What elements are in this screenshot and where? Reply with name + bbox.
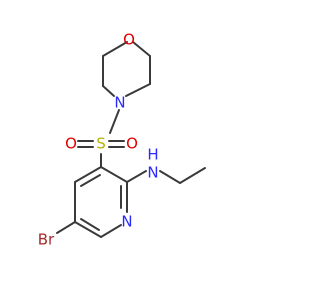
- bond-morph-o-c1: [102, 41, 128, 57]
- bond-ch2-ch3: [179, 167, 206, 184]
- bond-morph-c2-n: [102, 85, 115, 97]
- atom-sulfur: S: [96, 135, 106, 153]
- bond-c4-c3: [74, 166, 102, 183]
- bond-n1-c6: [100, 224, 122, 238]
- bond-c6-c5-inner: [80, 218, 100, 231]
- atom-morpholine-oxygen: O: [123, 31, 135, 49]
- atom-morpholine-nitrogen: N: [114, 94, 125, 112]
- atom-sulfonyl-oxygen-left: O: [65, 135, 77, 153]
- bond-c6-c5: [74, 221, 102, 238]
- atom-pyridine-nitrogen: N: [121, 213, 132, 231]
- bond-c4-c3-inner: [80, 174, 101, 187]
- atom-amine-hydrogen: H: [147, 146, 158, 164]
- bond-c3-c2: [100, 166, 128, 183]
- atom-labels: O N S O O H N N Br: [38, 31, 159, 249]
- bond-morph-n-c3: [125, 83, 151, 97]
- bond-c5-br: [56, 221, 76, 234]
- bond-nh-ch2: [159, 170, 181, 184]
- atom-sulfonyl-oxygen-right: O: [126, 135, 138, 153]
- structure-diagram: O N S O O H N N Br: [38, 31, 206, 249]
- bonds: [56, 41, 206, 238]
- bond-morph-c4-o: [132, 41, 151, 57]
- bond-n-s: [109, 109, 120, 134]
- atom-bromine: Br: [38, 231, 55, 249]
- atom-amine-nitrogen: N: [147, 164, 158, 182]
- bond-c2-nh: [126, 170, 147, 183]
